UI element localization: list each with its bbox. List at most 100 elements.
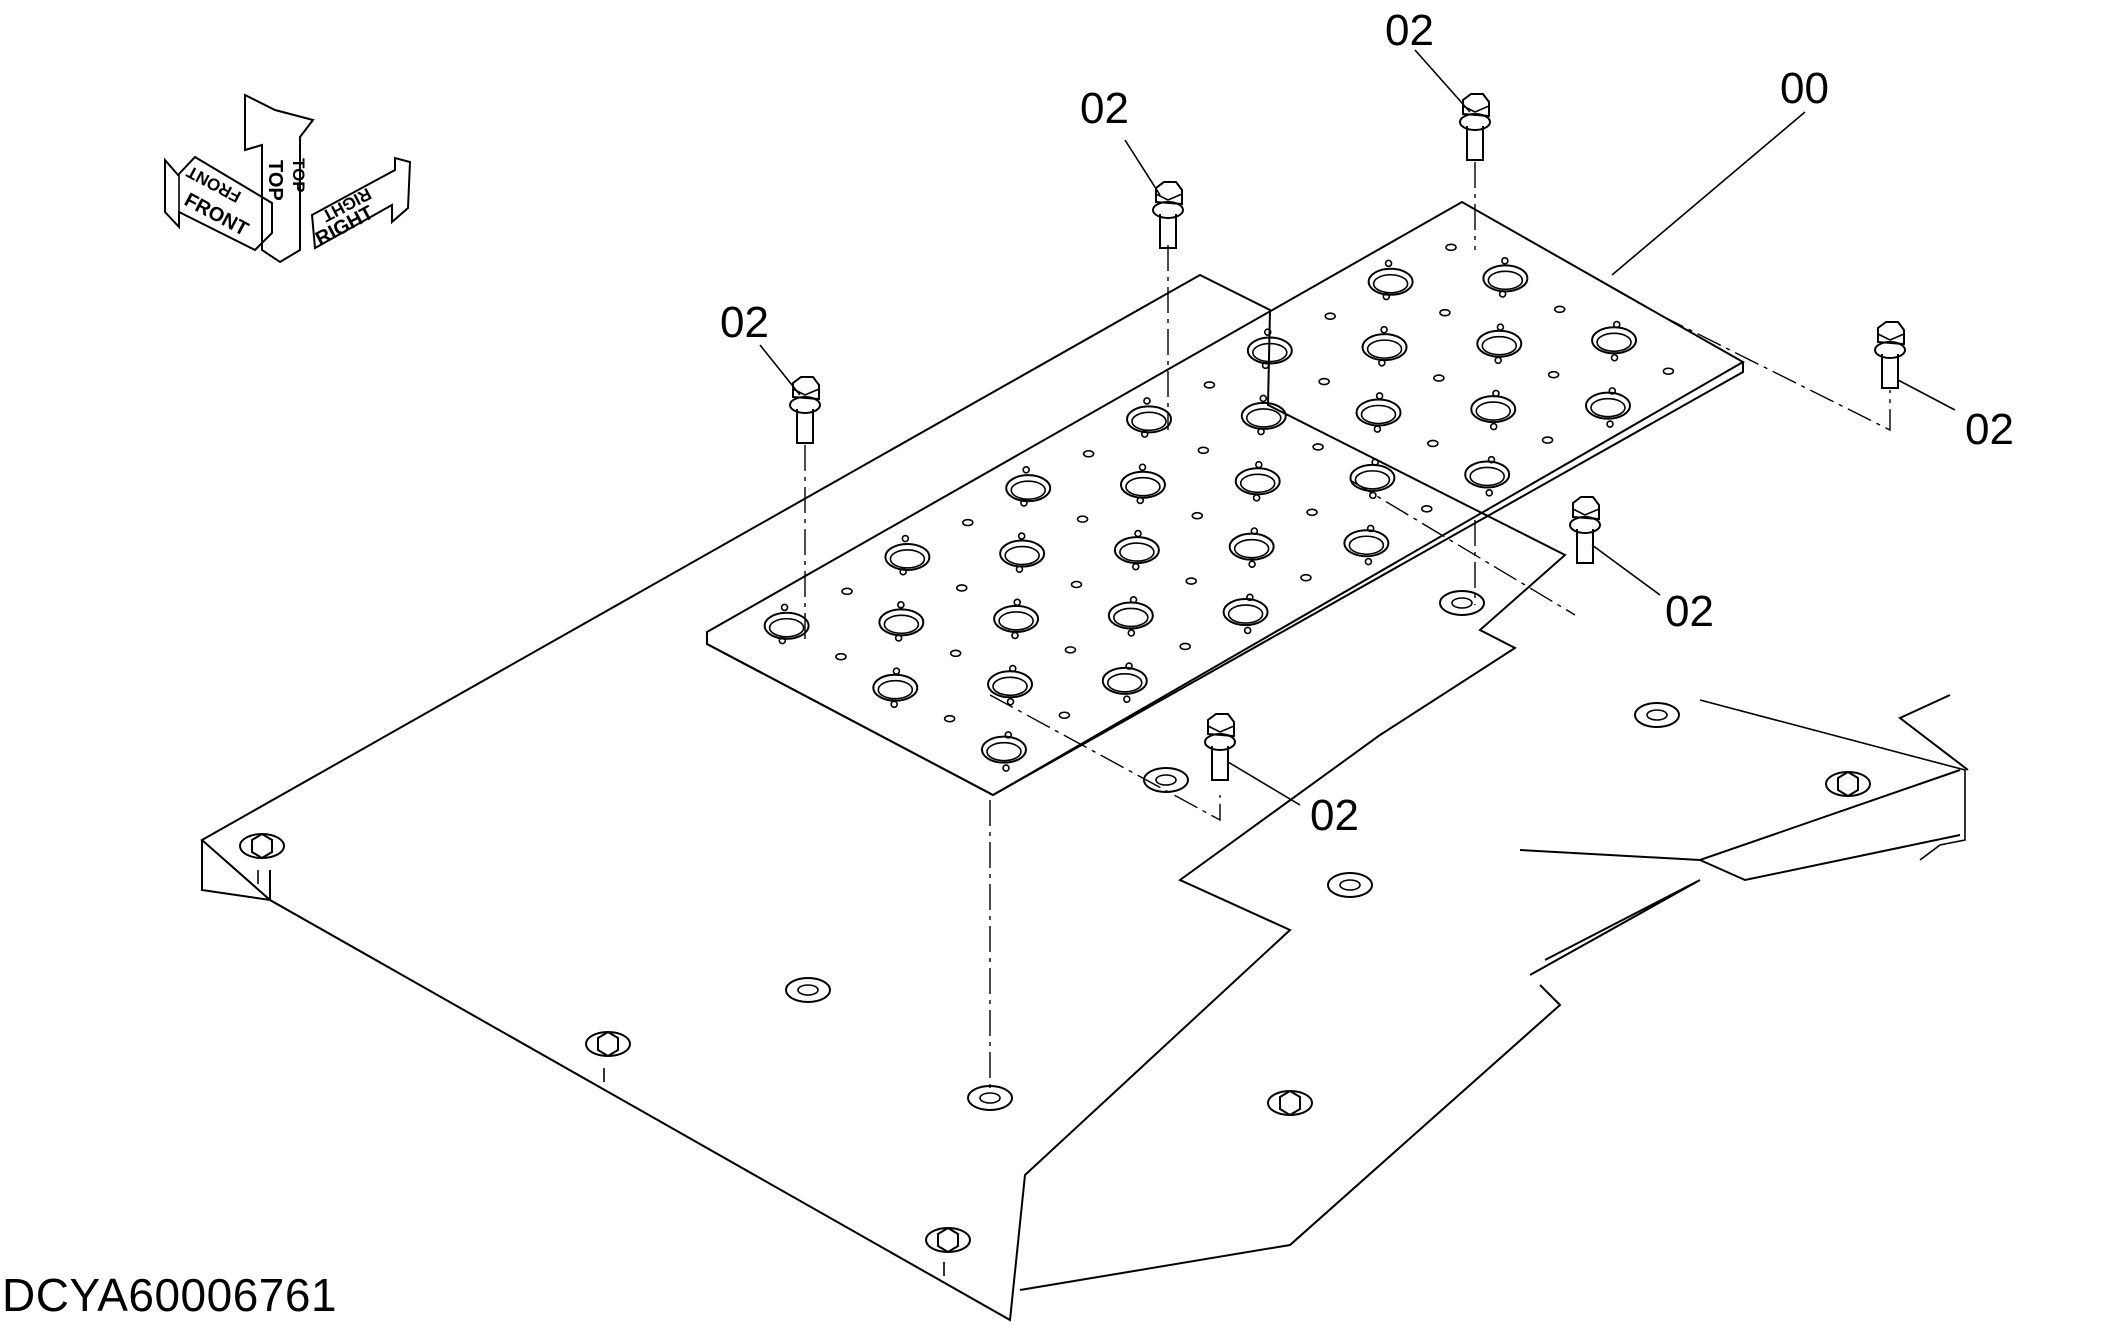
perforation-dot (901, 534, 910, 543)
perforation-dot (1324, 312, 1337, 320)
perforation-dot (1185, 577, 1198, 585)
base-plate-fasteners (239, 590, 1871, 1276)
perforation-dot (1318, 377, 1330, 386)
perforation-hole (878, 608, 925, 637)
perforation-hole-rim (1481, 335, 1518, 356)
perforation-hole-rim (877, 679, 914, 700)
base-bolt-head (1825, 770, 1871, 798)
perforation-hole (1240, 401, 1287, 430)
perforation-hole (1361, 333, 1408, 362)
perforation-dot (1136, 496, 1145, 505)
callout-bolt: 02 (1665, 587, 1714, 636)
perforation-hole (1101, 666, 1148, 695)
perforation-dot (1017, 532, 1026, 540)
perforation-dot (1375, 392, 1384, 400)
perforation-hole-rim (889, 549, 926, 569)
perforation-dot (1606, 420, 1614, 428)
perforation-hole-rim (1360, 404, 1397, 425)
perforation-dot (1134, 529, 1142, 538)
perforation-dot (1420, 505, 1433, 513)
perforation-hole-rim (1475, 401, 1512, 421)
perforation-dot (1263, 328, 1272, 336)
perforation-dot (1004, 731, 1013, 739)
perforation-hole (1584, 391, 1631, 420)
base-floor-plate (200, 273, 1969, 1322)
perforation-hole (763, 611, 810, 640)
perforation-hole (1476, 329, 1523, 358)
callout-bolt: 02 (1385, 6, 1434, 55)
perforation-dot (949, 649, 962, 658)
perforation-dot (1439, 308, 1451, 317)
base-washer (1143, 767, 1189, 793)
perforation-hole-rim (1245, 408, 1282, 428)
perforation-hole (993, 604, 1040, 633)
perforation-dot (1541, 436, 1554, 444)
perforation-hole (1470, 395, 1517, 424)
base-bolt-head (925, 1226, 971, 1276)
perforation-hole-rim (1010, 480, 1047, 500)
perforation-hole-rim (1233, 538, 1270, 559)
flange-bolt (1569, 496, 1601, 564)
perforation-dot (1494, 356, 1502, 365)
perforation-dot (1076, 515, 1089, 523)
perforation-dot (1129, 596, 1138, 604)
perforation-hole-rim (1252, 342, 1288, 363)
perforation-hole (1355, 398, 1402, 427)
base-washer (785, 977, 831, 1003)
callout-bolt: 02 (720, 298, 769, 347)
perforation-dot (1013, 598, 1022, 607)
perforation-dot (955, 584, 968, 592)
perforation-dot (1496, 323, 1505, 331)
perforation-hole (999, 539, 1046, 568)
perforation-hole (1005, 474, 1052, 503)
perforation-hole-rim (1590, 397, 1626, 418)
perforation-dot (1138, 463, 1147, 472)
perforation-dot (1369, 491, 1377, 500)
perforation-hole (987, 670, 1034, 699)
perforation-dot (1261, 361, 1270, 370)
perforation-hole (1367, 267, 1414, 296)
perforation-dot (1501, 257, 1509, 265)
perforation-dot (1008, 664, 1017, 673)
perforation-dot (1382, 292, 1391, 301)
perforation-hole-rim (1119, 542, 1155, 562)
perforation-dot (1373, 425, 1382, 433)
perforation-dot (1246, 593, 1254, 602)
perforation-hole (1107, 601, 1154, 630)
base-washer (1634, 702, 1680, 728)
base-bolt-head (1267, 1089, 1313, 1117)
perforation-dot (1380, 325, 1388, 334)
perforation-dot (899, 567, 907, 576)
callout-bolt: 02 (1310, 791, 1359, 840)
perforation-dot (835, 652, 847, 661)
perforation-dot (1300, 573, 1312, 582)
perforation-hole-rim (1366, 339, 1403, 359)
assembly-center-lines (804, 162, 1891, 1090)
perforation-dot (890, 700, 898, 709)
perforation-hole-rim (1372, 273, 1409, 294)
flange-bolt (1459, 93, 1491, 161)
perforation-dot (1487, 455, 1496, 464)
perforation-dot (1485, 489, 1494, 497)
perforation-dot (892, 667, 901, 675)
flange-bolt (1204, 713, 1236, 781)
plate-perforations (763, 243, 1675, 772)
perforated-step-plate (706, 200, 1746, 797)
perforation-dot (841, 587, 853, 596)
perforation-hole-rim (1106, 673, 1143, 693)
perforation-dot (1250, 527, 1259, 535)
perforation-hole (1228, 532, 1275, 561)
perforation-hole-rim (1131, 411, 1167, 432)
perforation-dot (1127, 629, 1136, 637)
perforation-dot (1082, 449, 1095, 458)
callout-bolt: 02 (1080, 84, 1129, 133)
perforation-dot (1191, 511, 1204, 520)
perforation-hole-rim (1348, 535, 1385, 556)
perforation-hole (1246, 336, 1293, 365)
perforation-dot (1257, 427, 1265, 436)
orientation-top-label-mirror: TOP (289, 158, 308, 193)
perforation-dot (943, 714, 956, 723)
perforation-dot (1371, 458, 1379, 467)
perforation-hole-rim (986, 741, 1022, 762)
callouts: 00 02 02 02 02 02 02 (720, 6, 2014, 840)
